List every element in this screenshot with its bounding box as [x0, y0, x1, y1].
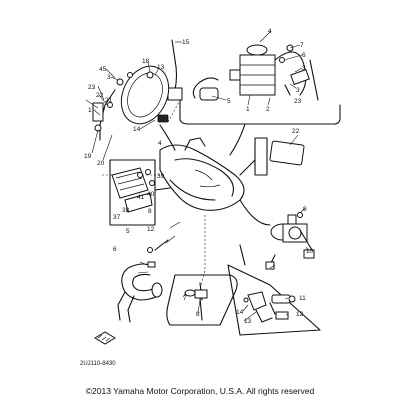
callout-38: 38 — [122, 207, 130, 214]
callout-14b: 14 — [236, 309, 244, 316]
hose-assembly — [117, 239, 169, 323]
rectifier-assembly — [109, 159, 171, 226]
callout-1b: 1 — [246, 106, 250, 113]
frame-harness — [100, 137, 245, 291]
ignition-coil-assembly — [179, 44, 341, 156]
callout-labels: 15 18 13 45 3 23 22 21 1 4 7 6 5 3 1 2 3… — [84, 28, 314, 325]
callout-40: 40 — [147, 191, 155, 198]
callout-18: 18 — [142, 58, 150, 65]
callout-23a: 23 — [88, 84, 96, 91]
callout-13: 13 — [157, 64, 165, 71]
callout-23b: 23 — [294, 98, 302, 105]
callout-5b: 5 — [126, 228, 130, 235]
callout-22a: 22 — [96, 92, 104, 99]
connector-small — [94, 331, 116, 345]
callout-7a: 7 — [300, 42, 304, 49]
callout-14a: 14 — [133, 126, 141, 133]
diagram-code: 2UJ110-8430 — [80, 361, 116, 367]
callout-3c: 3 — [296, 87, 300, 94]
callout-12a: 12 — [147, 226, 155, 233]
callout-7b: 7 — [183, 295, 187, 302]
callout-15: 15 — [182, 39, 190, 46]
module-22 — [239, 137, 305, 176]
callout-21: 21 — [105, 97, 113, 104]
callout-39: 39 — [157, 173, 165, 180]
callout-37: 37 — [113, 214, 121, 221]
callout-3a: 3 — [107, 74, 111, 81]
callout-11: 11 — [299, 295, 306, 302]
starter-relay-assembly — [239, 199, 315, 270]
callout-9: 9 — [303, 206, 307, 213]
callout-45: 45 — [99, 66, 107, 73]
callout-4a: 4 — [268, 28, 272, 35]
callout-8a: 8 — [148, 208, 152, 215]
callout-6a: 6 — [302, 52, 306, 59]
copyright-notice: ©2013 Yamaha Motor Corporation, U.S.A. A… — [85, 386, 315, 396]
callout-1a: 1 — [88, 107, 92, 114]
callout-2: 2 — [266, 106, 270, 113]
callout-22b: 22 — [292, 128, 300, 135]
callout-5a: 5 — [227, 98, 231, 105]
callout-12b: 12 — [296, 311, 304, 318]
callout-13b: 13 — [244, 318, 252, 325]
callout-3b: 3 — [302, 65, 306, 72]
leader-lines — [85, 30, 309, 322]
callout-6b: 6 — [113, 246, 117, 253]
headlight-assembly — [92, 39, 183, 151]
callout-20: 20 — [97, 160, 105, 167]
callout-19: 19 — [84, 153, 92, 160]
fuse-holder — [166, 274, 238, 326]
callout-41: 41 — [137, 194, 145, 201]
sub-harness — [227, 264, 321, 336]
callout-10: 10 — [306, 248, 314, 255]
callout-8b: 8 — [196, 311, 200, 318]
callout-4b: 4 — [158, 140, 162, 147]
